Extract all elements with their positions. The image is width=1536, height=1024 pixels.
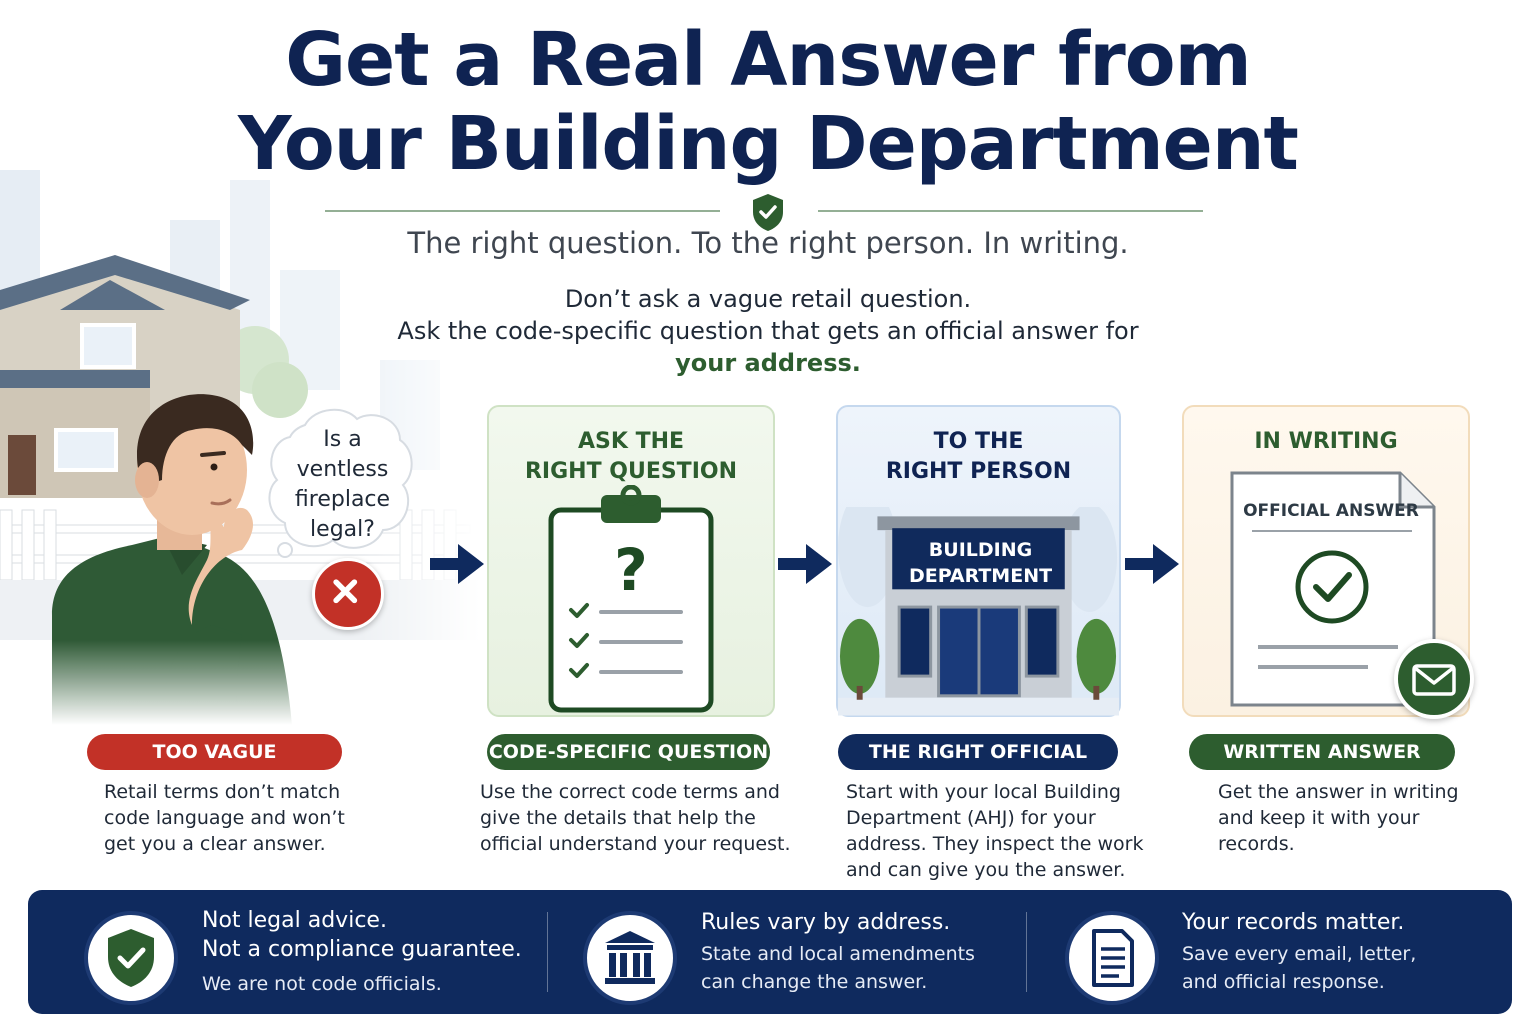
description-code-specific: Use the correct code terms and give the … bbox=[480, 779, 800, 857]
footer-rules-sub-1: State and local amendments bbox=[701, 943, 975, 965]
building-sign-line-1: BUILDING bbox=[928, 539, 1033, 561]
arrow-right-icon bbox=[430, 544, 484, 584]
divider-left bbox=[325, 210, 720, 212]
desc-line: official understand your request. bbox=[480, 833, 791, 855]
card-title-line-2: RIGHT QUESTION bbox=[524, 459, 737, 484]
desc-line: and keep it with your bbox=[1218, 807, 1420, 829]
card-title-line-1: ASK THE bbox=[577, 429, 685, 454]
page-title-line-2: Your Building Department bbox=[238, 101, 1299, 187]
page-title-line-1: Get a Real Answer from bbox=[285, 17, 1251, 103]
card-title-line-1: TO THE bbox=[933, 429, 1024, 454]
intro-line-1: Don’t ask a vague retail question. bbox=[564, 285, 972, 313]
footer-rules-title: Rules vary by address. bbox=[701, 910, 951, 935]
desc-line: Get the answer in writing bbox=[1218, 781, 1459, 803]
desc-line: Retail terms don’t match bbox=[104, 781, 341, 803]
label-code-specific-question: CODE-SPECIFIC QUESTION bbox=[487, 734, 770, 770]
footer-records-sub-2: and official response. bbox=[1182, 971, 1385, 993]
footer-legal-title-1: Not legal advice. bbox=[202, 908, 387, 933]
thought-bubble bbox=[268, 408, 413, 558]
desc-line: records. bbox=[1218, 833, 1295, 855]
description-right-official: Start with your local Building Departmen… bbox=[846, 779, 1156, 883]
footer-records-title: Your records matter. bbox=[1182, 910, 1405, 935]
desc-line: Department (AHJ) for your bbox=[846, 807, 1096, 829]
official-answer-document-icon bbox=[1230, 471, 1436, 707]
footer-records-sub-1: Save every email, letter, bbox=[1182, 943, 1417, 965]
building-department-icon bbox=[838, 507, 1119, 716]
footer-divider bbox=[1026, 912, 1027, 992]
bubble-line-3: fireplace bbox=[294, 487, 391, 512]
thinking-man-illustration bbox=[42, 385, 342, 725]
desc-line: give the details that help the bbox=[480, 807, 756, 829]
description-too-vague: Retail terms don’t match code language a… bbox=[104, 779, 364, 857]
footer-legal-sub: We are not code officials. bbox=[202, 973, 442, 995]
shield-check-icon bbox=[753, 194, 783, 231]
shield-check-icon bbox=[84, 911, 178, 1005]
subtitle: The right question. To the right person.… bbox=[407, 226, 1129, 260]
bubble-line-1: Is a bbox=[323, 427, 362, 452]
step-card-right-person: TO THE RIGHT PERSON BUILDING DEPARTMENT bbox=[836, 405, 1121, 717]
card-title-line-1: IN WRITING bbox=[1254, 429, 1398, 454]
document-icon bbox=[1065, 911, 1159, 1005]
footer-rules-sub-2: can change the answer. bbox=[701, 971, 928, 993]
document-label: OFFICIAL ANSWER bbox=[1243, 501, 1419, 521]
svg-text:?: ? bbox=[614, 536, 648, 604]
building-sign: BUILDING DEPARTMENT bbox=[893, 537, 1068, 589]
step-card-in-writing: IN WRITING OFFICIAL ANSWER bbox=[1182, 405, 1474, 719]
bubble-line-2: ventless bbox=[296, 457, 389, 482]
x-icon bbox=[312, 558, 384, 630]
arrow-right-icon bbox=[778, 544, 832, 584]
building-sign-line-2: DEPARTMENT bbox=[908, 565, 1053, 587]
courthouse-icon bbox=[583, 911, 677, 1005]
label-written-answer: WRITTEN ANSWER bbox=[1189, 734, 1455, 770]
desc-line: code language and won’t bbox=[104, 807, 345, 829]
envelope-icon bbox=[1394, 639, 1474, 719]
description-written-answer: Get the answer in writing and keep it wi… bbox=[1218, 779, 1478, 857]
label-too-vague: TOO VAGUE bbox=[87, 734, 342, 770]
footer-disclaimer-bar: Not legal advice. Not a compliance guara… bbox=[28, 890, 1512, 1014]
card-title-line-2: RIGHT PERSON bbox=[885, 459, 1072, 484]
desc-line: address. They inspect the work bbox=[846, 833, 1144, 855]
desc-line: Use the correct code terms and bbox=[480, 781, 780, 803]
label-right-official: THE RIGHT OFFICIAL bbox=[838, 734, 1118, 770]
intro-line-3: your address. bbox=[675, 349, 861, 377]
bubble-question: Is a ventless fireplace legal? bbox=[265, 425, 420, 545]
desc-line: and can give you the answer. bbox=[846, 859, 1126, 881]
arrow-right-icon bbox=[1125, 544, 1179, 584]
bubble-line-4: legal? bbox=[310, 517, 375, 542]
step-card-ask-question: ASK THE RIGHT QUESTION ? bbox=[487, 405, 775, 717]
desc-line: Start with your local Building bbox=[846, 781, 1121, 803]
footer-legal-title-2: Not a compliance guarantee. bbox=[202, 937, 522, 962]
intro-line-2: Ask the code-specific question that gets… bbox=[397, 317, 1139, 345]
divider-right bbox=[818, 210, 1203, 212]
desc-line: get you a clear answer. bbox=[104, 833, 326, 855]
clipboard-question-icon: ? bbox=[548, 485, 714, 713]
footer-divider bbox=[547, 912, 548, 992]
